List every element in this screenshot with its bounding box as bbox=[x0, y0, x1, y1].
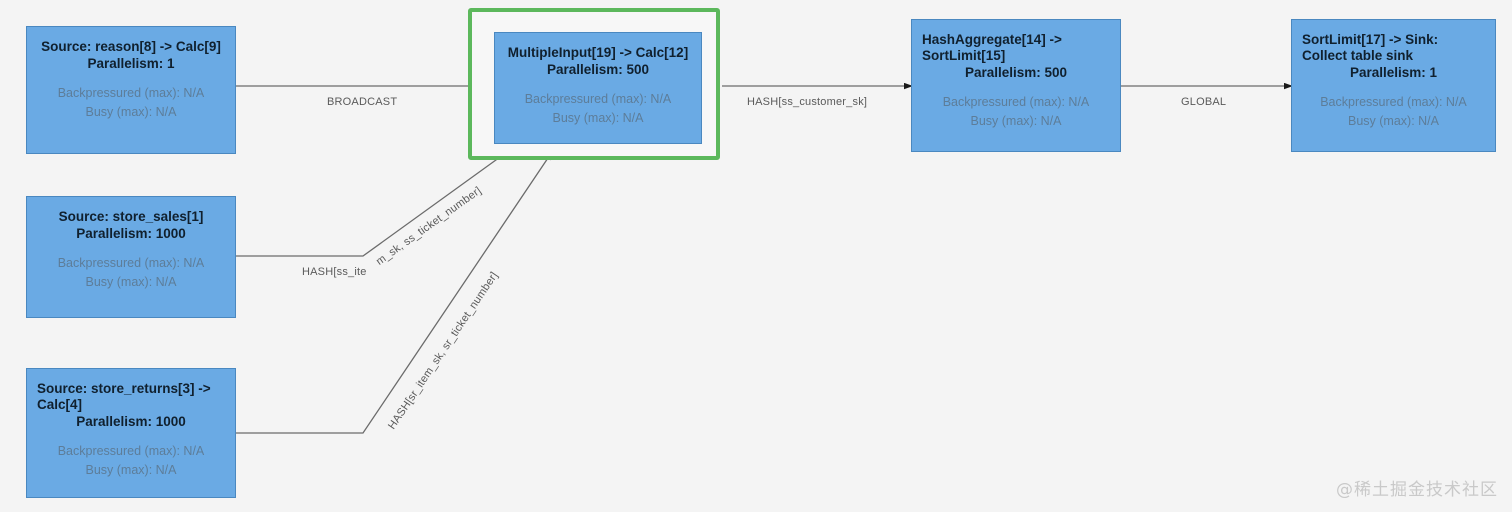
node-metrics: Backpressured (max): N/A Busy (max): N/A bbox=[922, 93, 1110, 131]
node-title: SortLimit[17] -> Sink: Collect table sin… bbox=[1302, 32, 1439, 63]
node-title: HashAggregate[14] -> SortLimit[15] bbox=[922, 32, 1062, 63]
edge-label-hash-ss-suffix: m_sk, ss_ticket_number] bbox=[374, 184, 484, 268]
node-parallelism: Parallelism: 500 bbox=[964, 65, 1068, 80]
node-parallelism: Parallelism: 1000 bbox=[76, 226, 186, 241]
node-busy: Busy (max): N/A bbox=[1348, 114, 1439, 128]
node-busy: Busy (max): N/A bbox=[552, 111, 644, 125]
node-source-reason[interactable]: Source: reason[8] -> Calc[9] Parallelism… bbox=[26, 26, 236, 154]
edge-label-broadcast: BROADCAST bbox=[327, 96, 398, 108]
edge-hash-sr-path bbox=[236, 151, 553, 434]
node-backpressured: Backpressured (max): N/A bbox=[57, 256, 205, 270]
node-title: Source: store_returns[3] -> Calc[4] bbox=[37, 381, 211, 412]
node-backpressured: Backpressured (max): N/A bbox=[1320, 95, 1467, 109]
node-parallelism: Parallelism: 1 bbox=[1349, 65, 1438, 80]
node-title: Source: store_sales[1] bbox=[58, 209, 204, 224]
node-busy: Busy (max): N/A bbox=[85, 275, 177, 289]
watermark: @稀土掘金技术社区 bbox=[1336, 480, 1498, 500]
node-backpressured: Backpressured (max): N/A bbox=[57, 86, 205, 100]
node-metrics: Backpressured (max): N/A Busy (max): N/A bbox=[1302, 93, 1485, 131]
node-metrics: Backpressured (max): N/A Busy (max): N/A bbox=[37, 84, 225, 122]
edge-label-hash-customer: HASH[ss_customer_sk] bbox=[747, 96, 868, 108]
node-parallelism: Parallelism: 1 bbox=[87, 56, 175, 71]
node-busy: Busy (max): N/A bbox=[970, 114, 1062, 128]
edge-label-global: GLOBAL bbox=[1181, 96, 1227, 108]
node-sortlimit-sink[interactable]: SortLimit[17] -> Sink: Collect table sin… bbox=[1291, 19, 1496, 152]
node-multiple-input-calc[interactable]: MultipleInput[19] -> Calc[12] Parallelis… bbox=[494, 32, 702, 144]
node-hash-aggregate-sortlimit[interactable]: HashAggregate[14] -> SortLimit[15] Paral… bbox=[911, 19, 1121, 152]
node-busy: Busy (max): N/A bbox=[85, 105, 177, 119]
node-source-store-sales[interactable]: Source: store_sales[1] Parallelism: 1000… bbox=[26, 196, 236, 318]
node-backpressured: Backpressured (max): N/A bbox=[57, 444, 205, 458]
edge-label-hash-sr: HASH[sr_item_sk, sr_ticket_number] bbox=[386, 269, 501, 432]
node-title: MultipleInput[19] -> Calc[12] bbox=[507, 45, 689, 60]
node-metrics: Backpressured (max): N/A Busy (max): N/A bbox=[37, 254, 225, 292]
node-backpressured: Backpressured (max): N/A bbox=[942, 95, 1090, 109]
node-busy: Busy (max): N/A bbox=[85, 463, 177, 477]
node-metrics: Backpressured (max): N/A Busy (max): N/A bbox=[37, 442, 225, 480]
node-metrics: Backpressured (max): N/A Busy (max): N/A bbox=[505, 90, 691, 128]
node-backpressured: Backpressured (max): N/A bbox=[524, 92, 672, 106]
node-multiple-input-calc-selection-ring[interactable]: MultipleInput[19] -> Calc[12] Parallelis… bbox=[468, 8, 720, 160]
edge-label-hash-ss-prefix: HASH[ss_ite bbox=[302, 266, 367, 278]
node-parallelism: Parallelism: 1000 bbox=[76, 414, 186, 429]
node-parallelism: Parallelism: 500 bbox=[546, 62, 650, 77]
node-title: Source: reason[8] -> Calc[9] bbox=[41, 39, 221, 54]
node-source-store-returns[interactable]: Source: store_returns[3] -> Calc[4] Para… bbox=[26, 368, 236, 498]
